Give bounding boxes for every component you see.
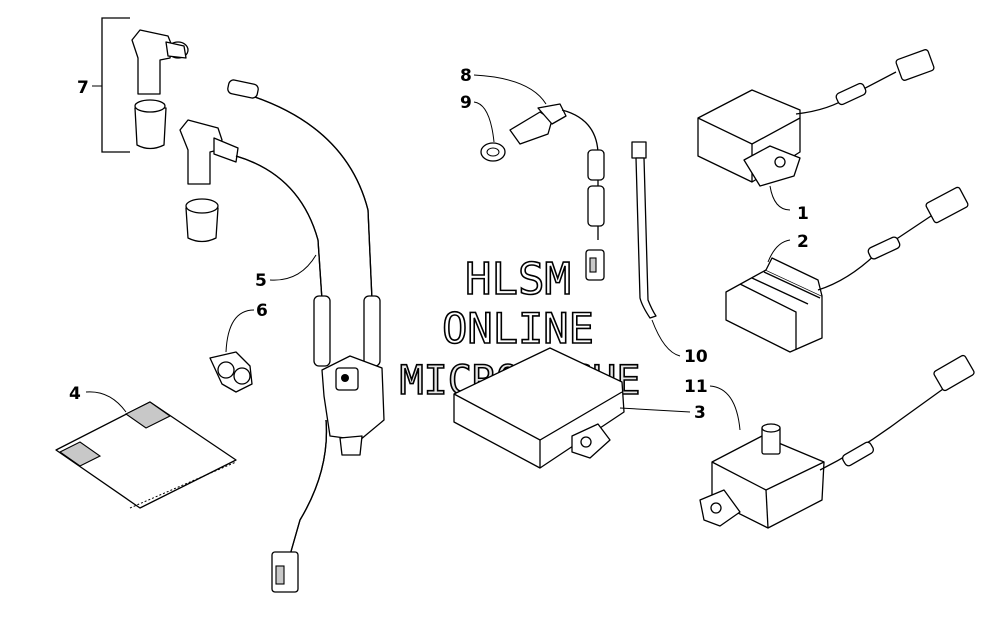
callout-labels: 1 2 3 4 5 6 7 8 9 10 11 — [69, 66, 809, 423]
callout-8: 8 — [460, 66, 472, 86]
ignition-coil-harness — [227, 79, 385, 593]
wire-clip — [209, 351, 253, 393]
callout-3: 3 — [694, 403, 706, 423]
callout-4: 4 — [69, 384, 81, 404]
callout-10: 10 — [684, 347, 708, 367]
decal-sheet — [55, 401, 237, 509]
watermark-line-1: HLSM — [465, 254, 571, 305]
callout-2: 2 — [797, 232, 809, 252]
callout-7: 7 — [77, 78, 89, 98]
spark-plug-cap-set — [92, 17, 239, 243]
leader-lines — [85, 74, 791, 431]
cdi-box — [697, 49, 935, 187]
watermark-line-2: ONLINE — [442, 304, 594, 353]
callout-5: 5 — [255, 271, 267, 291]
temperature-sensor — [480, 103, 605, 281]
throttle-sensor-module — [699, 354, 975, 529]
callout-6: 6 — [256, 301, 268, 321]
regulator-rectifier — [725, 186, 969, 353]
callout-11: 11 — [684, 377, 708, 397]
cable-tie — [631, 141, 657, 319]
control-module — [453, 347, 625, 469]
callout-1: 1 — [797, 204, 809, 224]
callout-9: 9 — [460, 93, 472, 113]
